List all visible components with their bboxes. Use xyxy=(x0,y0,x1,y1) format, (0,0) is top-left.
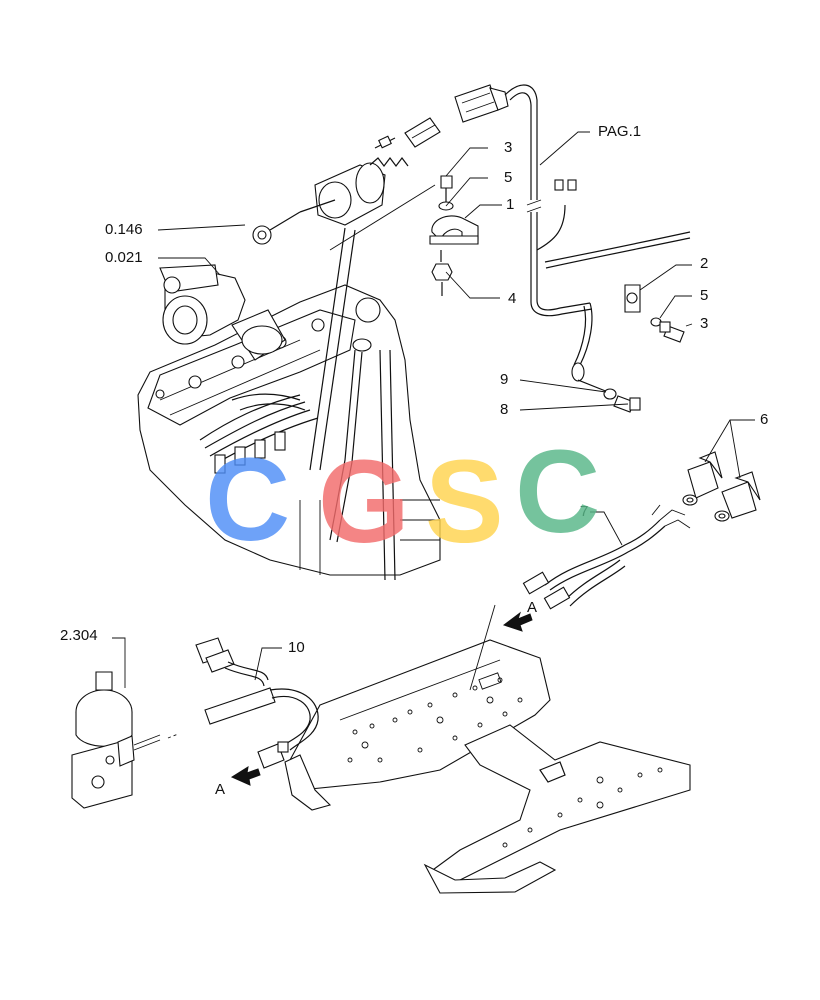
leader-lines xyxy=(112,131,755,691)
callout-4: 4 xyxy=(508,290,516,307)
callout-10: 10 xyxy=(288,639,305,656)
watermark-letter-c2: C xyxy=(515,426,600,558)
callout-2304: 2.304 xyxy=(60,627,98,644)
engine-assembly xyxy=(137,184,441,581)
callout-8: 8 xyxy=(500,401,508,418)
callout-pag1: PAG.1 xyxy=(598,123,641,140)
callout-2: 2 xyxy=(700,255,708,272)
clamp-2 xyxy=(624,284,685,343)
callout-0021: 0.021 xyxy=(105,249,143,266)
harness-7 xyxy=(522,504,691,610)
callout-9: 9 xyxy=(500,371,508,388)
main-harness xyxy=(454,84,691,393)
callout-5-top: 5 xyxy=(504,169,512,186)
callout-6: 6 xyxy=(760,411,768,428)
callout-1: 1 xyxy=(506,196,514,213)
callout-7: 7 xyxy=(580,503,588,520)
clamp-assembly xyxy=(429,175,479,296)
arrow-a-1 xyxy=(502,611,533,632)
bolt-8-washer-9 xyxy=(603,388,641,413)
harness-10 xyxy=(195,637,319,769)
callout-3-right: 3 xyxy=(700,315,708,332)
callout-3-top: 3 xyxy=(504,139,512,156)
watermark-letter-c1: C xyxy=(205,434,290,566)
coil-connectors-6 xyxy=(682,451,761,522)
callout-5-right: 5 xyxy=(700,287,708,304)
callout-a-2: A xyxy=(215,781,225,798)
watermark-letter-g: G xyxy=(318,436,410,568)
accumulator-valve xyxy=(71,671,179,809)
watermark-logo: C G S C xyxy=(205,426,600,568)
arrow-a-2 xyxy=(230,765,261,786)
shutdown-solenoid xyxy=(252,117,441,245)
watermark-letter-s: S xyxy=(425,436,504,568)
floor-plate xyxy=(284,639,691,894)
callout-0146: 0.146 xyxy=(105,221,143,238)
callout-a-1: A xyxy=(527,599,537,616)
